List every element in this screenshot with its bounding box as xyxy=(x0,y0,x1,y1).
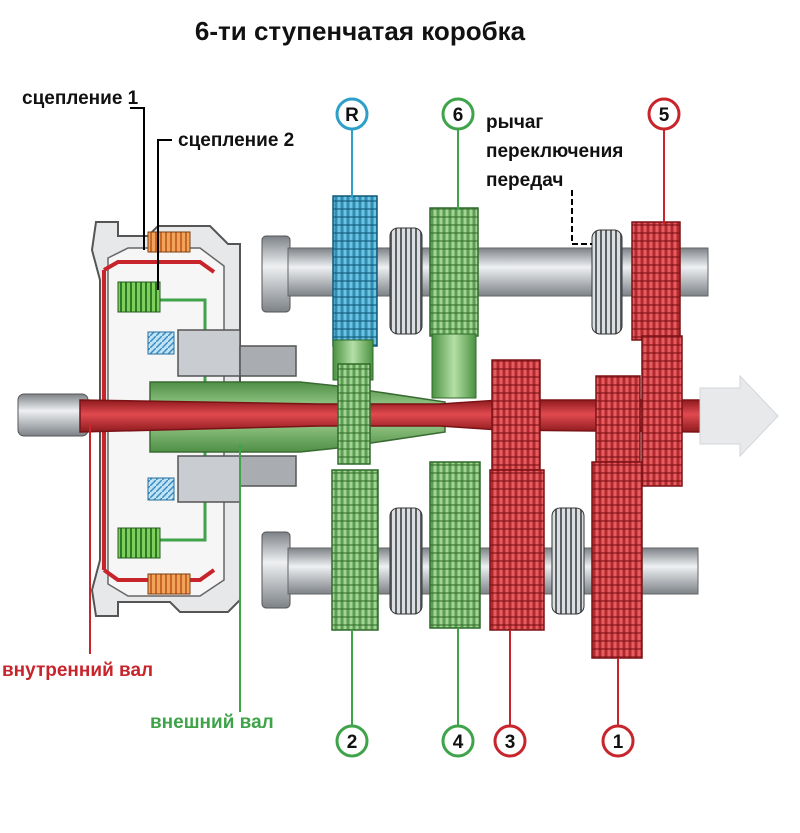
gear-2 xyxy=(331,469,379,631)
svg-text:1: 1 xyxy=(613,732,624,753)
svg-text:5: 5 xyxy=(659,105,670,126)
label-outer-shaft: внешний вал xyxy=(150,712,274,733)
reverse-gear xyxy=(332,195,378,347)
svg-text:3: 3 xyxy=(505,732,516,753)
synchronizer-13 xyxy=(551,507,585,615)
diagram-title: 6-ти ступенчатая коробка xyxy=(194,16,526,46)
main-shaft-gears xyxy=(337,359,641,471)
label-shift-lever: рычаг переключения передач xyxy=(486,108,623,195)
gear-1 xyxy=(591,461,643,659)
upper-gears xyxy=(332,195,683,487)
label-inner-shaft: внутренний вал xyxy=(2,660,154,681)
label-shift-lever-line-2: переключения xyxy=(486,141,624,162)
gear-badge-6: 6 xyxy=(441,97,475,131)
gear-badge-3: 3 xyxy=(493,724,527,758)
gear-6 xyxy=(429,207,479,337)
label-shift-lever-line-1: рычаг xyxy=(486,112,544,133)
label-clutch-2: сцепление 2 xyxy=(178,130,295,151)
leader-lines xyxy=(89,107,665,726)
svg-text:2: 2 xyxy=(347,732,358,753)
svg-text:R: R xyxy=(345,105,359,126)
gear-badge-4: 4 xyxy=(441,724,475,758)
synchronizer-5 xyxy=(591,229,623,335)
gear-3 xyxy=(489,469,545,631)
lower-gears xyxy=(331,461,643,659)
gear-5 xyxy=(631,221,681,341)
gear-badge-1: 1 xyxy=(601,724,635,758)
label-clutch-1: сцепление 1 xyxy=(22,88,139,109)
gear-badge-5: 5 xyxy=(647,97,681,131)
gear-badge-R: R xyxy=(335,97,369,131)
svg-text:4: 4 xyxy=(453,732,464,753)
synchronizer-24 xyxy=(389,507,423,615)
synchronizer-r6 xyxy=(389,227,423,335)
gear-badge-2: 2 xyxy=(335,724,369,758)
label-shift-lever-line-3: передач xyxy=(486,170,564,191)
svg-text:6: 6 xyxy=(453,105,464,126)
gear-4 xyxy=(429,461,481,629)
